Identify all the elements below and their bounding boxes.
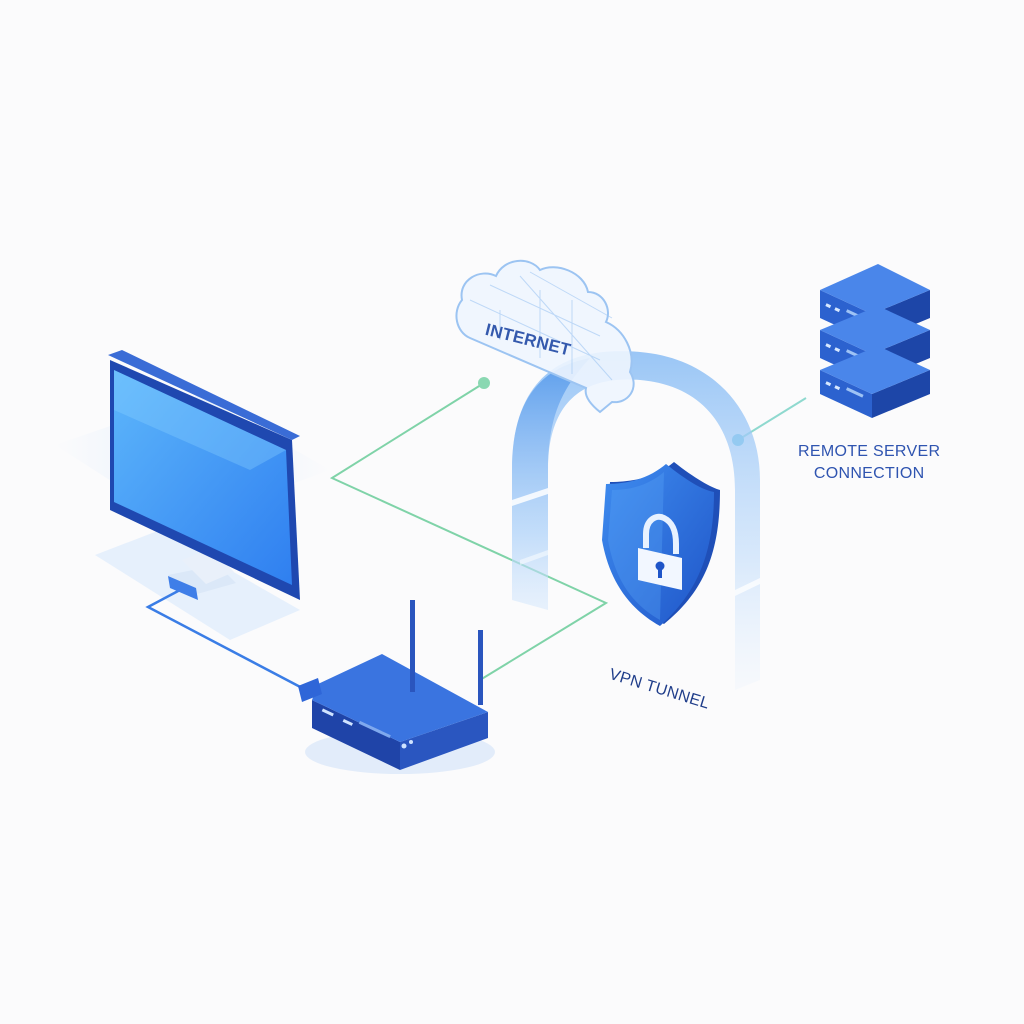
internet-node-dot [478,377,490,389]
monitor-icon [108,350,300,600]
shield-lock-icon [602,462,720,626]
remote-server-label-line1: REMOTE SERVER [798,443,941,460]
router-icon [298,600,495,774]
vpn-tunnel-arch [512,351,760,690]
remote-server-label: REMOTE SERVER CONNECTION [798,441,940,485]
server-unit [820,346,930,418]
monitor-cable [145,588,307,692]
green-connector-line [329,382,609,681]
padlock-icon [638,513,682,590]
remote-server-label-line2: CONNECTION [813,465,925,482]
server-stack-icon [820,264,930,418]
cloud-icon [455,260,635,414]
